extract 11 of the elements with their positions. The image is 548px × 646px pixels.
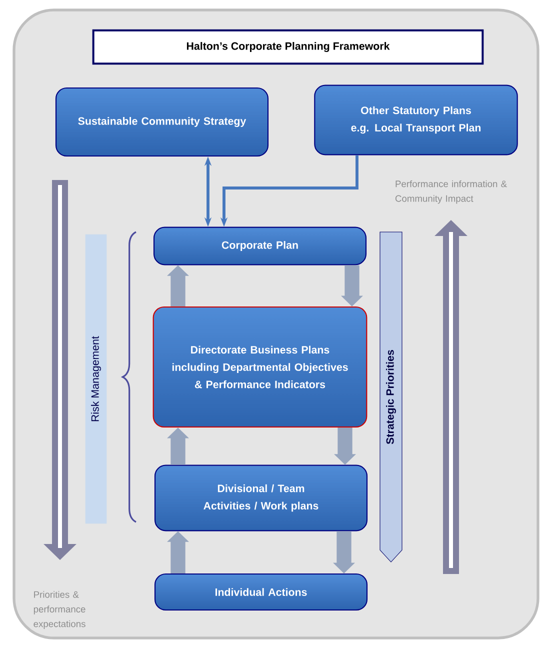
vertical-band: Risk Management [85, 234, 107, 524]
title-box: Halton’s Corporate Planning Framework [92, 29, 484, 65]
process-box: Corporate Plan [153, 226, 367, 266]
process-box: Other Statutory Plans e.g. Local Transport Plan [314, 84, 518, 156]
process-box: Individual Actions [154, 573, 368, 611]
process-box: Divisional / Team Activities / Work plans [154, 464, 368, 532]
side-note: Performance information & Community Impact [395, 180, 507, 204]
pointed-band: Strategic Priorities [380, 232, 402, 562]
process-box: Sustainable Community Strategy [55, 87, 269, 157]
side-note: Priorities & performance expectations [34, 591, 86, 630]
process-box: Directorate Business Plans including Departmental Objectives & Performance Indicators [152, 306, 368, 428]
